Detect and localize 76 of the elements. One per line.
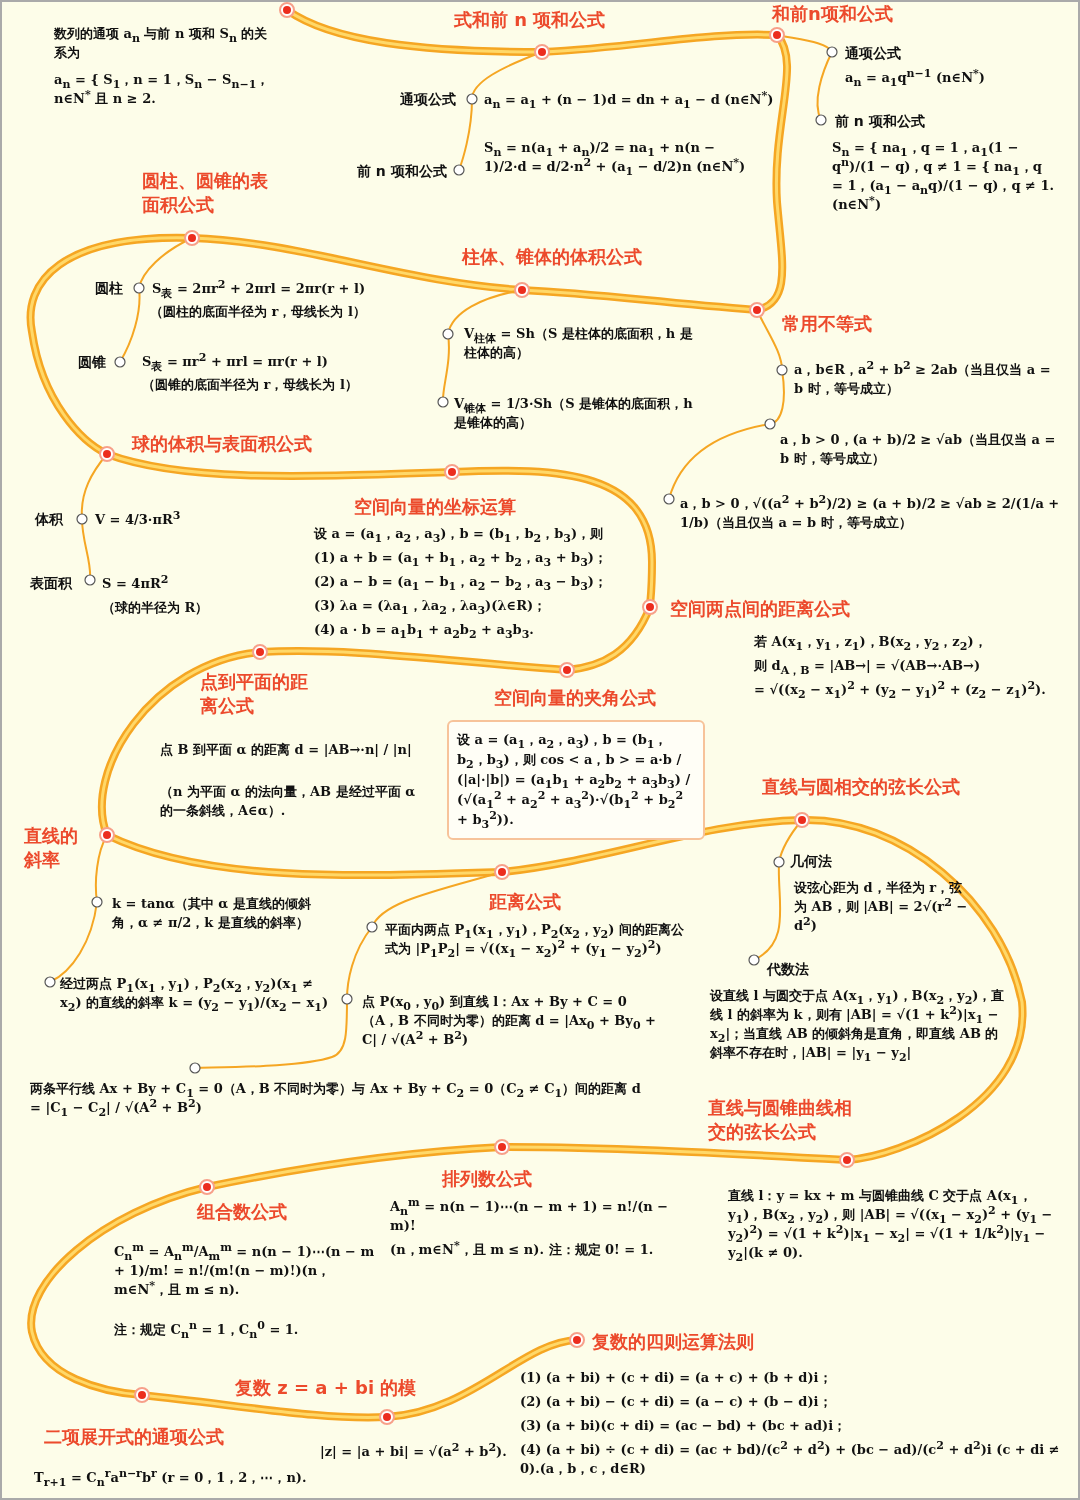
formula-text: 平面内两点 P$_{1}$(x$_{1}$，y$_{1}$)，P$_{2}$(x$_{2}$，y$_{2}$) 间的距离公式为 |P$_{1}$P$_{2}$| = √((x$_{1}$ − x$_{2}$)$^{2}$ + (y$_{1}$ − y$_{2}$)$^{2}$) [385,921,685,958]
formula-text: (3) (a + bi)(c + di) = (ac − bd) + (bc + ad)i； [520,1417,847,1435]
formula-text: V$_{柱体}$ = Sh（S 是柱体的底面积，h 是柱体的高） [464,325,694,362]
formula-text: (n，m∈N$^{*}$，且 m ≤ n). 注：规定 0! = 1. [390,1240,654,1259]
topic-heading: 常用不等式 [782,312,872,336]
topic-heading: 和前n项和公式 [772,2,893,26]
formula-text: S$_{表}$ = πr$^{2}$ + πrl = πr(r + l) [142,352,328,371]
formula-text: 数列的通项 a$_{n}$ 与前 n 项和 S$_{n}$ 的关系为 [54,25,269,62]
item-label: 前 n 项和公式 [357,162,447,181]
formula-text: = √((x$_{2}$ − x$_{1}$)$^{2}$ + (y$_{2}$ − y$_{1}$)$^{2}$ + (z$_{2}$ − z$_{1}$)$^{2}$). [754,680,1046,699]
formula-text: （球的半径为 R） [102,599,209,617]
item-label: 通项公式 [845,44,901,63]
topic-heading: 复数 z = a + bi 的模 [235,1376,417,1400]
formula-text: 点 P(x$_{0}$，y$_{0}$) 到直线 l：Ax + By + C = 0（A，B 不同时为零）的距离 d = |Ax$_{0}$ + By$_{0}$ + C| / √(A$^{2}$ + B$^{2}$) [362,993,657,1049]
formula-text: C$_{n}$$^{m}$ = A$_{n}$$^{m}$/A$_{m}$$^{m}$ = n(n − 1)⋯(n − m + 1)/m! = n!/(m!(n − m)!)(n，m∈N$^{*}$，且 m ≤ n). [114,1242,376,1299]
item-label: 体积 [35,510,63,529]
formula-text: 直线 l：y = kx + m 与圆锥曲线 C 交于点 A(x$_{1}$，y$_{1}$)，B(x$_{2}$，y$_{2}$)，则 |AB| = √((x$_{1}$ − x$_{2}$)$^{2}$ + (y$_{1}$ − y$_{2}$)$^{2}$) = √(1 + k$^{2}$)|x$_{1}$ − x$_{2}$| = √(1 + 1/k$^{2}$)|y$_{1}$ − y$_{2}$|(k ≠ 0). [728,1187,1054,1262]
formula-text: 经过两点 P$_{1}$(x$_{1}$，y$_{1}$)，P$_{2}$(x$_{2}$，y$_{2}$)(x$_{1}$ ≠ x$_{2}$) 的直线的斜率 k = (y$_{2}$ − y$_{1}$)/(x$_{2}$ − x$_{1}$) [60,975,330,1012]
formula-text: T$_{r+1}$ = C$_{n}$$^{r}$a$^{n−r}$b$^{r}$ (r = 0，1，2，⋯，n). [34,1468,307,1487]
item-label: 表面积 [30,574,72,593]
item-label: 通项公式 [400,90,456,109]
formula-text: S = 4πR$^{2}$ [102,574,169,593]
topic-heading: 距离公式 [489,890,561,914]
formula-text: （圆锥的底面半径为 r，母线长为 l） [142,376,358,394]
formula-text: （圆柱的底面半径为 r，母线长为 l） [150,303,366,321]
formula-text: (2) (a + bi) − (c + di) = (a − c) + (b − d)i； [520,1393,832,1411]
formula-text: a$_{n}$ = { S$_{1}$，n = 1，S$_{n}$ − S$_{n−1}$，n∈N$^{*}$ 且 n ≥ 2. [54,71,271,108]
formula-text: 设弦心距为 d，半径为 r，弦为 AB，则 |AB| = 2√(r$^{2}$ − d$^{2}$) [794,879,969,935]
item-label: 圆锥 [78,353,106,372]
topic-heading: 直线与圆相交的弦长公式 [762,775,960,799]
formula-text: (1) a + b = (a$_{1}$ + b$_{1}$，a$_{2}$ + b$_{2}$，a$_{3}$ + b$_{3}$)； [314,549,607,567]
formula-text: (1) (a + bi) + (c + di) = (a + c) + (b + d)i； [520,1369,832,1387]
formula-callout-box [447,720,705,840]
topic-heading: 球的体积与表面积公式 [132,432,312,456]
formula-text: (3) λa = (λa$_{1}$，λa$_{2}$，λa$_{3}$)(λ∈R)； [314,597,547,615]
topic-heading: 圆柱、圆锥的表面积公式 [142,169,269,217]
formula-text: 设直线 l 与圆交于点 A(x$_{1}$，y$_{1}$)，B(x$_{2}$，y$_{2}$)，直线 l 的斜率为 k，则有 |AB| = √(1 + k$^{2}$)|x$_{1}$ − x$_{2}$|；当直线 AB 的倾斜角是直角，即直线 AB 的斜率不存在时，|AB| = |y$_{1}$ − y$_{2}$| [710,987,1005,1062]
topic-heading: 直线的斜率 [24,824,79,872]
item-label: 前 n 项和公式 [835,112,925,131]
topic-heading: 式和前 n 项和公式 [454,8,606,32]
formula-text: A$_{n}$$^{m}$ = n(n − 1)⋯(n − m + 1) = n!/(n − m)! [390,1197,670,1235]
formula-text: 注：规定 C$_{n}$$^{n}$ = 1，C$_{n}$$^{0}$ = 1. [114,1320,299,1339]
topic-heading: 组合数公式 [197,1200,287,1224]
item-label: 几何法 [790,852,832,871]
formula-text: (4) (a + bi) ÷ (c + di) = (ac + bd)/(c$^{2}$ + d$^{2}$) + (bc − ad)/(c$^{2}$ + d$^{2}$)i (c + di ≠ 0).(a，b，c，d∈R) [520,1440,1060,1478]
topic-heading: 直线与圆锥曲线相交的弦长公式 [708,1096,853,1144]
formula-text: (2) a − b = (a$_{1}$ − b$_{1}$，a$_{2}$ − b$_{2}$，a$_{3}$ − b$_{3}$)； [314,573,607,591]
topic-heading: 空间向量的坐标运算 [354,495,516,519]
formula-text: （n 为平面 α 的法向量，AB 是经过平面 α 的一条斜线，A∈α）. [160,783,417,820]
formula-text: S$_{n}$ = n(a$_{1}$ + a$_{n}$)/2 = na$_{1}$ + n(n − 1)/2·d = d/2·n$^{2}$ + (a$_{1}$ − d/2)n (n∈N$^{*}$) [484,139,747,176]
item-label: 代数法 [767,960,809,979]
formula-text: a，b∈R，a$^{2}$ + b$^{2}$ ≥ 2ab（当且仅当 a = b 时，等号成立） [794,360,1052,398]
topic-heading: 复数的四则运算法则 [592,1330,754,1354]
formula-text: a，b > 0，(a + b)/2 ≥ √ab（当且仅当 a = b 时，等号成立） [780,431,1057,468]
formula-text: |z| = |a + bi| = √(a$^{2}$ + b$^{2}$). [320,1442,507,1461]
formula-text: 点 B 到平面 α 的距离 d = |AB→·n| / |n| [160,741,412,759]
item-label: 圆柱 [95,279,123,298]
formula-text: S$_{n}$ = { na$_{1}$，q = 1，a$_{1}$(1 − q$^{n}$)/(1 − q)，q ≠ 1 = { na$_{1}$，q = 1，(a$_{1}$ − a$_{n}$q)/(1 − q)，q ≠ 1. (n∈N$^{*}$) [832,139,1056,214]
formula-text: 设 a = (a$_{1}$，a$_{2}$，a$_{3}$)，b = (b$_{1}$，b$_{2}$，b$_{3}$)，则 [314,525,604,543]
topic-heading: 排列数公式 [442,1167,532,1191]
formula-text: V = 4/3·πR$^{3}$ [95,510,181,529]
topic-heading: 点到平面的距离公式 [200,670,309,718]
topic-heading: 空间两点间的距离公式 [670,597,850,621]
formula-text: k = tanα（其中 α 是直线的倾斜角，α ≠ π/2，k 是直线的斜率） [112,895,312,932]
formula-text: a$_{n}$ = a$_{1}$ + (n − 1)d = dn + a$_{1}$ − d (n∈N$^{*}$) [484,90,774,109]
formula-text: a，b > 0，√((a$^{2}$ + b$^{2}$)/2) ≥ (a + b)/2 ≥ √ab ≥ 2/(1/a + 1/b)（当且仅当 a = b 时，等号成立） [680,494,1061,532]
formula-text: 则 d$_{A，B}$ = |AB→| = √(AB→·AB→) [754,657,981,675]
topic-heading: 二项展开式的通项公式 [44,1425,224,1449]
formula-text: V$_{锥体}$ = 1/3·Sh（S 是锥体的底面积，h 是锥体的高） [454,395,694,432]
topic-heading: 柱体、锥体的体积公式 [462,245,642,269]
formula-text: 若 A(x$_{1}$，y$_{1}$，z$_{1}$)，B(x$_{2}$，y$_{2}$，z$_{2}$)， [754,633,987,651]
formula-text: (4) a · b = a$_{1}$b$_{1}$ + a$_{2}$b$_{2}$ + a$_{3}$b$_{3}$. [314,621,534,639]
formula-text: a$_{n}$ = a$_{1}$q$^{n−1}$ (n∈N$^{*}$) [845,68,985,87]
formula-text: 两条平行线 Ax + By + C$_{1}$ = 0（A，B 不同时为零）与 Ax + By + C$_{2}$ = 0（C$_{2}$ ≠ C$_{1}$）间的距离 d = |C$_{1}$ − C$_{2}$| / √(A$^{2}$ + B$^{2}$) [30,1080,642,1117]
topic-heading: 空间向量的夹角公式 [494,686,656,710]
formula-text: S$_{表}$ = 2πr$^{2}$ + 2πrl = 2πr(r + l) [152,279,366,298]
